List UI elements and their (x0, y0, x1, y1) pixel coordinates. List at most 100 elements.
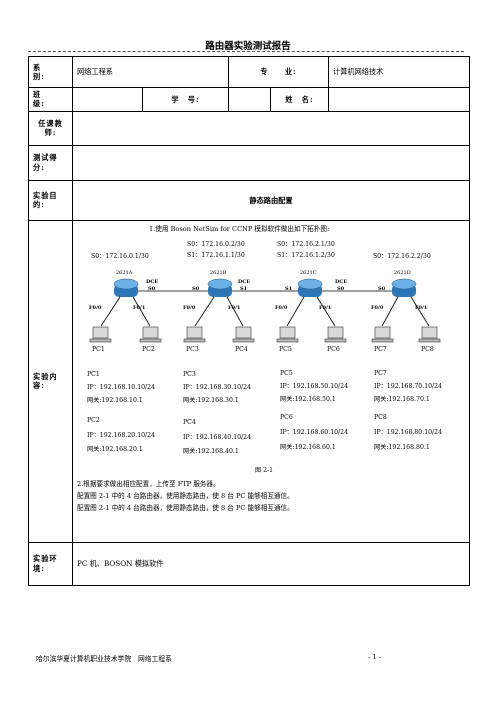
pc4-gateway: 网关:192.168.40.1 (183, 448, 239, 456)
title-divider (28, 51, 464, 52)
router-c-s0-address: S0：172.16.2.1/30 (277, 241, 335, 249)
router-d-f01-label: F0/1 (415, 305, 428, 312)
major-label: 专 业: (228, 56, 329, 88)
footer-page-number: - 1 - (368, 653, 382, 661)
pc2-ip: IP：192.168.20.10/24 (87, 432, 156, 440)
page-title: 路由器实验测试报告 (205, 41, 291, 52)
student-id-label: 学 号: (142, 87, 229, 112)
env-label: 实验环境: (28, 541, 73, 586)
pc5-label: PC5 (279, 346, 292, 354)
pc3-ip: IP：192.168.30.10/24 (183, 384, 252, 392)
pc7-block-name: PC7 (374, 370, 387, 378)
pc4-block-name: PC4 (183, 419, 196, 427)
pc8-label: PC8 (421, 346, 434, 354)
dept-value: 网络工程系 (72, 56, 229, 88)
router-a-dce-label: DCE (146, 279, 159, 286)
pc1-ip: IP：192.168.10.10/24 (87, 384, 156, 392)
pc2-block-name: PC2 (87, 417, 100, 425)
pc5-block-name: PC5 (280, 370, 293, 378)
instruction-text: 1.使用 Boson NetSim for CCNP 模拟软件做出如下拓扑图: (149, 225, 330, 234)
pc1-label: PC1 (92, 346, 105, 354)
router-a-f01-label: F0/1 (133, 305, 146, 312)
router-c-s1-label: S1 (285, 286, 293, 293)
content-label: 实验内容: (28, 219, 73, 543)
lan-links (100, 296, 430, 327)
name-label: 姓 名: (270, 87, 329, 112)
footer-school: 哈尔滨华夏计算机职业技术学院 网络工程系 (36, 655, 172, 663)
router-a-name: 2621A (116, 270, 133, 277)
pc4-ip: IP：192.168.40.10/24 (183, 434, 252, 442)
pc8-ip: IP：192.168.80.10/24 (374, 429, 443, 437)
router-b-s1-label: S1 (240, 286, 248, 293)
router-b-f00-label: F0/0 (183, 305, 196, 312)
pc6-ip: IP：192.168.60.10/24 (280, 429, 349, 437)
step-2-text: 2.根据要求做出相应配置，上传至 FTP 服务器。 (77, 480, 220, 489)
row-department: 系 别: 网络工程系 专 业: 计算机网络技术 (28, 56, 470, 88)
pc-icon (371, 326, 394, 343)
pc8-block-name: PC8 (374, 414, 387, 422)
major-value: 计算机网络技术 (328, 56, 470, 88)
score-value (72, 144, 470, 181)
router-icon (207, 278, 233, 298)
topology-area: 1.使用 Boson NetSim for CCNP 模拟软件做出如下拓扑图: (73, 221, 469, 541)
pc7-label: PC7 (374, 346, 387, 354)
router-c-name: 2621C (300, 270, 317, 277)
teacher-value (72, 110, 470, 146)
pc7-ip: IP：192.168.70.10/24 (374, 383, 443, 391)
router-b-f01-label: F0/1 (228, 305, 241, 312)
pc6-label: PC6 (327, 346, 340, 354)
pc5-gateway: 网关:192.168.50.1 (280, 396, 336, 404)
content-cell: 1.使用 Boson NetSim for CCNP 模拟软件做出如下拓扑图: (72, 219, 470, 543)
router-a-s0-label: S0 (148, 286, 156, 293)
router-c-dce-label: DCE (335, 279, 348, 286)
class-value (72, 87, 143, 112)
pc-icon (418, 326, 441, 343)
pc1-gateway: 网关:192.168.10.1 (87, 397, 143, 405)
pc-icon (276, 326, 299, 343)
purpose-label: 实验目的: (28, 179, 73, 221)
class-label: 班 级: (28, 87, 73, 112)
router-b-name: 2621B (210, 270, 227, 277)
student-id-value (228, 87, 271, 112)
purpose-value: 静态路由配置 (72, 179, 470, 221)
router-d-f00-label: F0/0 (371, 305, 384, 312)
env-value: PC 机、BOSON 模拟软件 (72, 541, 470, 586)
pc-icon (232, 326, 255, 343)
dept-label: 系 别: (28, 56, 73, 88)
router-icon (391, 278, 417, 298)
pc3-gateway: 网关:192.168.30.1 (183, 397, 239, 405)
row-purpose: 实验目的: 静态路由配置 (28, 179, 470, 221)
router-c-f00-label: F0/0 (275, 305, 288, 312)
row-score: 测试得分: (28, 144, 470, 181)
step-4-text: 配置图 2-1 中的 4 台路由器，使用静态路由，使 8 台 PC 能够相互通信… (77, 504, 294, 513)
pc6-gateway: 网关:192.168.60.1 (280, 444, 336, 452)
router-c-s1-address: S1：172.16.1.2/30 (277, 252, 335, 260)
row-teacher: 任课教师: (28, 110, 470, 146)
router-b-dce-label: DCE (238, 279, 251, 286)
router-icon (297, 278, 323, 298)
row-content: 实验内容: 1.使用 Boson NetSim for CCNP 模拟软件做出如… (28, 219, 470, 543)
pc1-block-name: PC1 (87, 371, 100, 379)
router-d-s0-label: S0 (378, 286, 386, 293)
router-icon (113, 278, 139, 298)
router-a-f00-label: F0/0 (89, 305, 102, 312)
name-value (328, 87, 470, 112)
router-d-name: 2621D (394, 270, 411, 277)
pc2-gateway: 网关:192.168.20.1 (87, 446, 143, 454)
row-environment: 实验环境: PC 机、BOSON 模拟软件 (28, 541, 470, 586)
pc8-gateway: 网关:192.168.80.1 (374, 444, 430, 452)
report-table: 系 别: 网络工程系 专 业: 计算机网络技术 班 级: 学 号: 姓 名: 任… (28, 56, 470, 586)
router-c-f01-label: F0/1 (319, 305, 332, 312)
pc6-block-name: PC6 (280, 414, 293, 422)
step-3-text: 配置图 2-1 中的 4 台路由器，使用静态路由，使 8 台 PC 能够相互通信… (77, 492, 294, 501)
router-b-s0-label: S0 (192, 286, 200, 293)
router-b-s0-address: S0：172.16.0.2/30 (187, 241, 245, 249)
pc7-gateway: 网关:192.168.70.1 (374, 396, 430, 404)
router-b-s1-address: S1：172.16.1.1/30 (187, 252, 245, 260)
pc3-block-name: PC3 (183, 371, 196, 379)
topology-diagram (89, 278, 441, 343)
pc-icon (183, 326, 206, 343)
score-label: 测试得分: (28, 144, 73, 181)
figure-caption: 图 2-1 (255, 467, 274, 475)
teacher-label: 任课教师: (28, 110, 73, 146)
